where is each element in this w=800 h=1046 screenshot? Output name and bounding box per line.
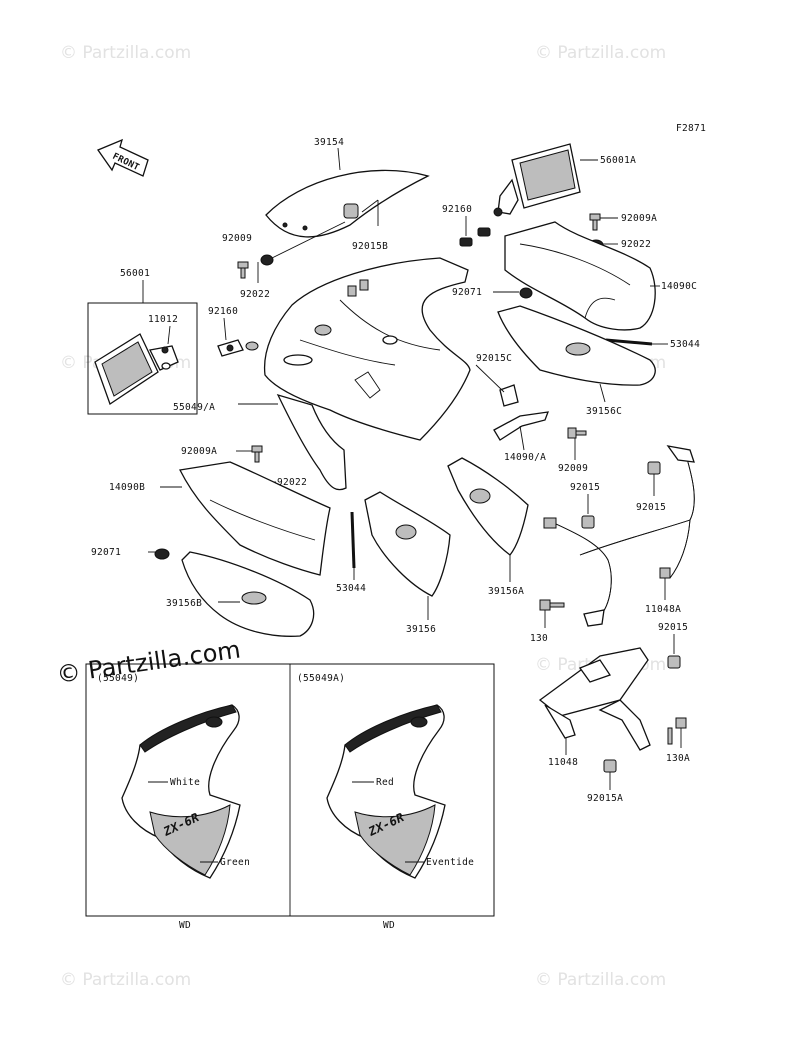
label-14090B: 14090B [109, 482, 145, 493]
label-92015-right: 92015 [636, 502, 666, 513]
variant-1-lower-color: Green [220, 857, 250, 868]
label-130: 130 [530, 633, 548, 644]
panel-center-part [364, 491, 451, 620]
lower-bracket-part [538, 647, 651, 755]
upper-cowl-part [238, 257, 471, 491]
nut-92015A-part [603, 759, 617, 790]
label-56001A: 56001A [600, 155, 636, 166]
grommet-low-part [148, 548, 170, 560]
label-92015-br: 92015 [658, 622, 688, 633]
label-55049A: 55049/A [173, 402, 215, 413]
variant-2-code: (55049A) [297, 673, 345, 684]
label-11048A: 11048A [645, 604, 681, 615]
bracket-part [475, 364, 519, 407]
label-92071-top: 92071 [452, 287, 482, 298]
label-92022-low: 92022 [277, 477, 307, 488]
label-92009A-top: 92009A [621, 213, 657, 224]
panel-left-part [181, 551, 315, 637]
diagram-code: F2871 [676, 123, 706, 134]
label-92160-left: 92160 [208, 306, 238, 317]
rod-part [605, 338, 668, 346]
label-39156: 39156 [406, 624, 436, 635]
label-92022-left: 92022 [240, 289, 270, 300]
label-92009A-left: 92009A [181, 446, 217, 457]
variant-2-model: WD [383, 920, 395, 931]
nut-mid-part [581, 494, 595, 529]
label-39156B: 39156B [166, 598, 202, 609]
label-92015B: 92015B [352, 241, 388, 252]
label-53044-low: 53044 [336, 583, 366, 594]
variant-box-frame [85, 663, 495, 917]
label-39156C: 39156C [586, 406, 622, 417]
label-92015A: 92015A [587, 793, 623, 804]
bolt-mid-part [567, 427, 587, 460]
windscreen-part [265, 147, 430, 238]
panel-center-right-part [447, 457, 529, 582]
variant-1-code: (55049) [97, 673, 139, 684]
label-11012: 11012 [148, 314, 178, 325]
label-92022-top: 92022 [621, 239, 651, 250]
label-39154: 39154 [314, 137, 344, 148]
right-mirror-part [493, 143, 598, 217]
watermark: © Partzilla.com [535, 970, 666, 990]
label-14090A: 14090/A [504, 452, 546, 463]
variant-2-upper-color: Red [376, 777, 394, 788]
label-56001: 56001 [120, 268, 150, 279]
watermark: © Partzilla.com [60, 43, 191, 63]
front-arrow-icon: FRONT [97, 138, 149, 177]
watermark: © Partzilla.com [60, 970, 191, 990]
label-92015C: 92015C [476, 353, 512, 364]
label-130A: 130A [666, 753, 690, 764]
bolt-130-part [539, 599, 565, 628]
label-92071-low: 92071 [91, 547, 121, 558]
label-39156A: 39156A [488, 586, 524, 597]
label-92160-top: 92160 [442, 204, 472, 215]
damper-part [459, 216, 491, 247]
variant-1-model: WD [179, 920, 191, 931]
damper-left-part [217, 317, 259, 357]
watermark: © Partzilla.com [535, 43, 666, 63]
inner-panel-left-part [160, 461, 331, 576]
label-92015-mid: 92015 [570, 482, 600, 493]
label-92009-mid: 92009 [558, 463, 588, 474]
variant-1-illustration: ZX-6R [121, 704, 241, 879]
label-53044-top: 53044 [670, 339, 700, 350]
nut-br-part [667, 634, 681, 669]
nut-right-part [647, 461, 661, 496]
panel-right-part [497, 305, 656, 403]
left-mirror-part [87, 280, 198, 415]
rod-low-part [350, 511, 356, 580]
label-92009-left: 92009 [222, 233, 252, 244]
inner-panel-right-part [504, 221, 660, 331]
variant-1-upper-color: White [170, 777, 200, 788]
stay-part [493, 411, 549, 451]
frame-part [543, 445, 695, 627]
screen-fasteners [237, 199, 379, 283]
watermark-main: © Partzilla.com [55, 635, 242, 689]
bolt-130A-part [667, 717, 687, 748]
variant-2-lower-color: Eventide [426, 857, 474, 868]
variant-2-illustration: ZX-6R [326, 704, 446, 879]
label-14090C: 14090C [661, 281, 697, 292]
label-11048: 11048 [548, 757, 578, 768]
grommet-part [493, 287, 533, 299]
